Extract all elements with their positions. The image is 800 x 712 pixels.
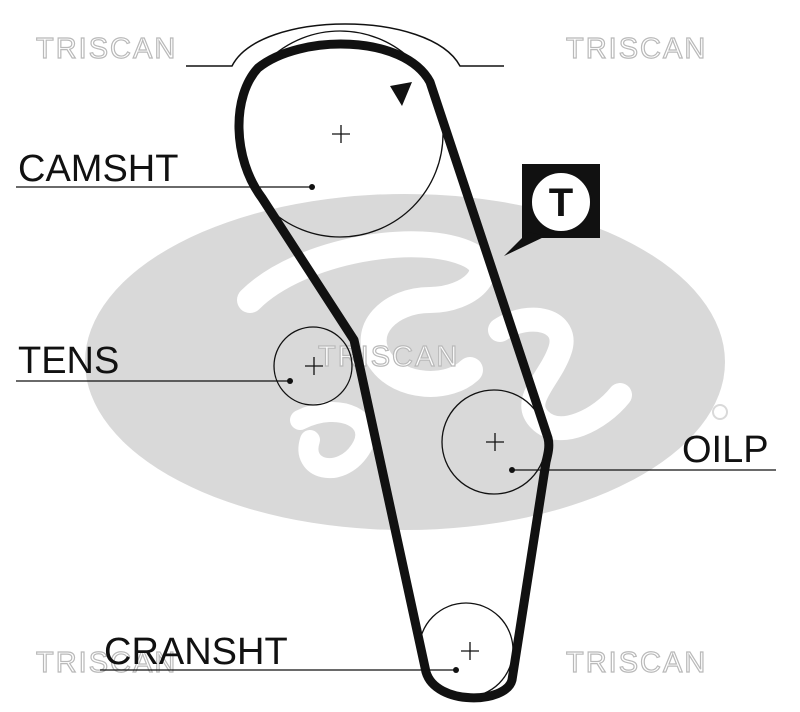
rotation-direction-arrow — [390, 82, 412, 106]
triscan-watermark-top-right: TRISCAN — [566, 33, 707, 65]
tensioner-label: TENS — [18, 340, 119, 382]
crankshaft-label: CRANSHT — [104, 631, 288, 673]
oil-pump-center-mark — [486, 433, 504, 451]
triscan-watermark-center: TRISCAN — [318, 341, 459, 373]
t-badge-letter: T — [549, 181, 573, 225]
crankshaft-center-mark — [461, 642, 479, 660]
triscan-watermark-bottom-left: TRISCAN — [36, 647, 177, 679]
gates-logo-watermark: Gates — [85, 194, 728, 530]
crankshaft-leader — [100, 667, 459, 673]
timing-belt — [234, 39, 554, 703]
tensioner-leader — [16, 378, 293, 384]
tensioner-t-badge: T — [504, 164, 600, 256]
tensioner-center-mark — [305, 357, 323, 375]
oil-pump-leader — [509, 467, 776, 473]
oil-pump-label: OILP — [682, 429, 769, 471]
engine-cover-outline — [186, 23, 504, 67]
camshaft-leader — [16, 184, 315, 190]
camshaft-label: CAMSHT — [18, 148, 178, 190]
triscan-watermark-bottom-right: TRISCAN — [566, 647, 707, 679]
triscan-watermark-top-left: TRISCAN — [36, 33, 177, 65]
camshaft-center-mark — [332, 125, 350, 143]
tensioner-pulley — [273, 326, 353, 406]
gates-logo-text: Gates — [720, 410, 723, 413]
